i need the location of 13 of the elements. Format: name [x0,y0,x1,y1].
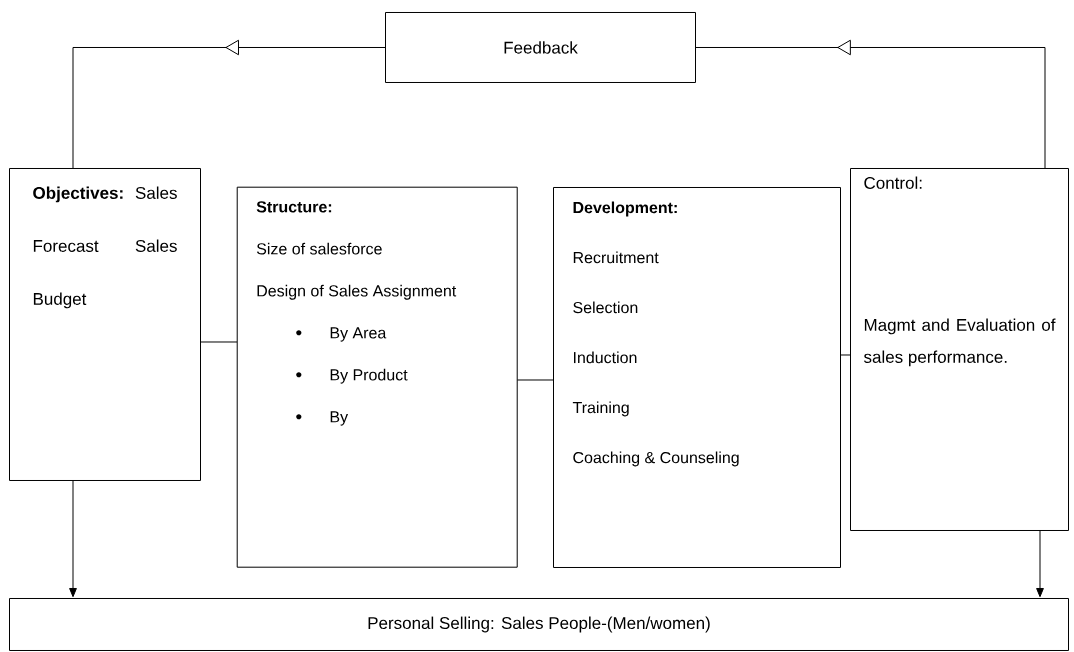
arrow [69,480,77,598]
personal-selling-box: Personal Selling: Sales People-(Men/women) [9,598,1069,651]
arrow [695,39,1046,169]
control-box: Control: Magmt and Evaluation of sales performance. [850,168,1069,531]
arrow [1036,530,1044,598]
connector-line [200,341,238,343]
arrow [72,39,386,169]
feedback-box: Feedback [385,12,696,83]
connector-line [840,354,851,356]
structure-box: Structure: Size of salesforce Design of Sales Assignment By Area By Product By [236,186,518,568]
objectives-box: Objectives: Sales Forecast Sales Budget [9,168,201,481]
connector-line [516,379,554,381]
development-box: Development: Recruitment Selection Induction Training Coaching & Counseling [553,187,841,568]
